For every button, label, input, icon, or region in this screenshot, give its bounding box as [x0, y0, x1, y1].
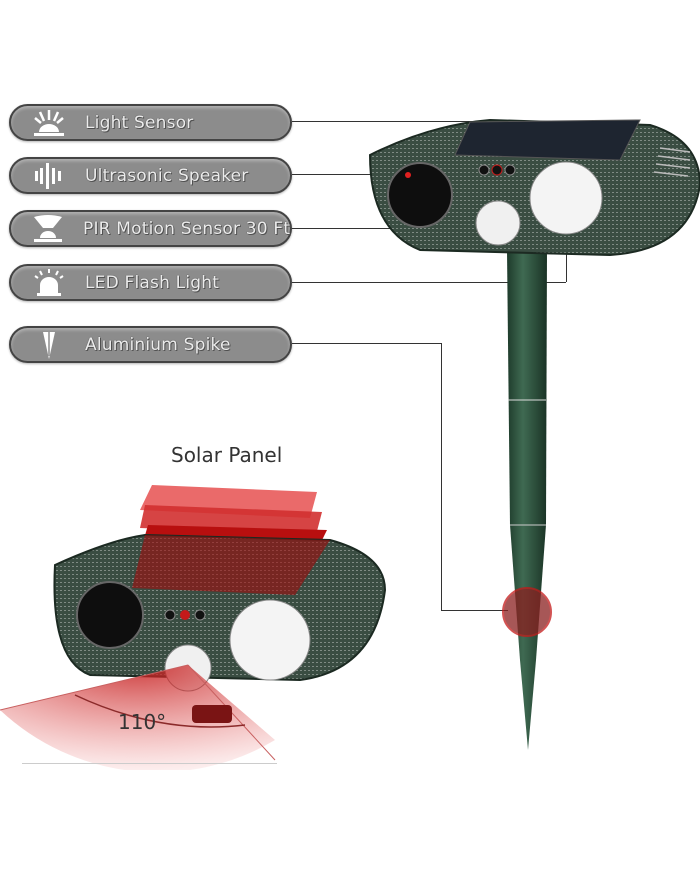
leader-line-spike	[292, 343, 442, 344]
label-led-flash-light: LED Flash Light	[9, 264, 292, 301]
detection-angle-label: 110°	[118, 710, 167, 734]
label-light-sensor: Light Sensor	[9, 104, 292, 141]
leader-line-light-sensor	[292, 121, 500, 122]
sun-icon	[31, 108, 67, 138]
label-aluminium-spike: Aluminium Spike	[9, 326, 292, 363]
sound-wave-icon	[31, 161, 67, 191]
leader-line-spike-drop	[441, 343, 442, 611]
label-ultrasonic-speaker: Ultrasonic Speaker	[9, 157, 292, 194]
repeller-device-main	[360, 100, 700, 760]
leader-line-spike-end	[441, 610, 508, 611]
leader-line-led-rise	[566, 230, 567, 282]
leader-line-speaker	[292, 174, 440, 175]
spike-icon	[31, 330, 67, 360]
label-pir-motion-sensor: PIR Motion Sensor 30 Ft	[9, 210, 292, 247]
pir-sensor-icon	[31, 214, 65, 244]
solar-panel-caption: Solar Panel	[171, 443, 283, 467]
baseline-divider	[22, 763, 277, 764]
repeller-device-detail	[0, 470, 400, 770]
leader-line-led	[292, 282, 566, 283]
beacon-icon	[31, 268, 67, 298]
